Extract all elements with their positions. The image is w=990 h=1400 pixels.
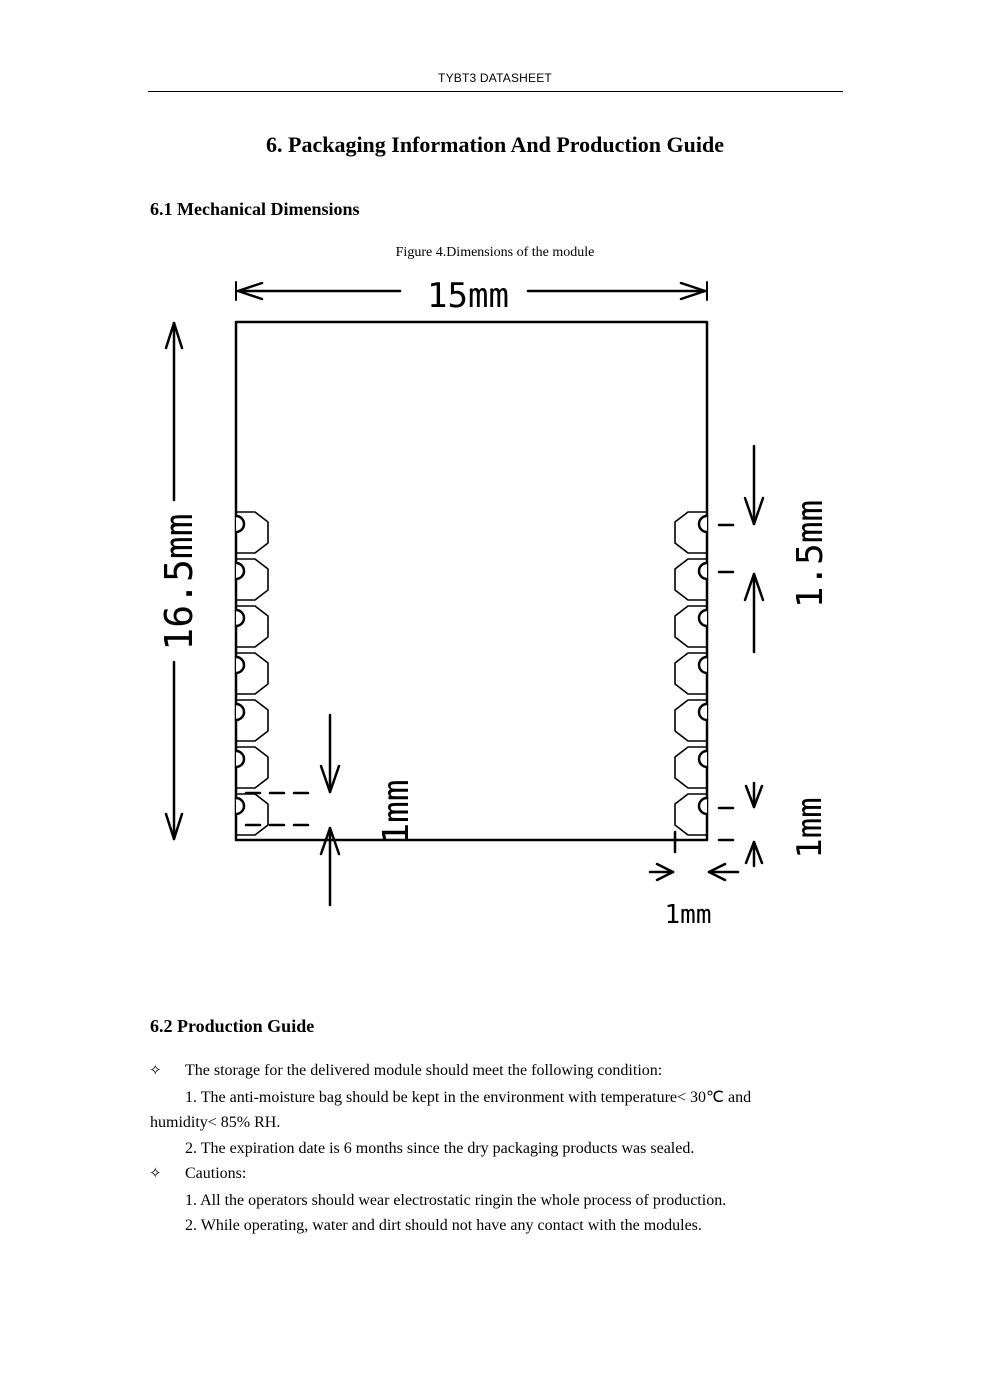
chapter-title: 6. Packaging Information And Production … bbox=[266, 132, 724, 157]
left-pads bbox=[235, 511, 269, 836]
figure-caption: Figure 4.Dimensions of the module bbox=[395, 245, 595, 260]
storage-item-2: 2. The expiration date is 6 months since… bbox=[185, 1140, 695, 1157]
page-header: TYBT3 DATASHEET bbox=[438, 71, 552, 85]
height-label: 16.5mm bbox=[157, 513, 201, 650]
storage-item-1-cont: humidity< 85% RH. bbox=[150, 1114, 281, 1131]
storage-item-1: 1. The anti-moisture bag should be kept … bbox=[185, 1089, 752, 1106]
module-outline bbox=[234, 320, 709, 842]
diamond-bullet-icon: ✧ bbox=[149, 1166, 162, 1182]
diamond-bullet-icon: ✧ bbox=[149, 1063, 162, 1079]
cautions-intro: Cautions: bbox=[185, 1165, 247, 1182]
caution-item-1: 1. All the operators should wear electro… bbox=[185, 1192, 727, 1209]
right-pads bbox=[674, 511, 708, 836]
header-rule bbox=[148, 91, 843, 92]
pin-pitch-label: 1.5mm bbox=[790, 500, 831, 608]
module-dimension-drawing: 15mm 16.5mm 1mm 1.5mm 1mm 1mm bbox=[157, 276, 831, 930]
section-title-production: 6.2 Production Guide bbox=[150, 1016, 315, 1036]
side-offset-label: 1mm bbox=[665, 900, 712, 930]
storage-intro: The storage for the delivered module sho… bbox=[185, 1062, 663, 1079]
section-title-mechanical: 6.1 Mechanical Dimensions bbox=[150, 199, 360, 219]
bottom-offset-right-label: 1mm bbox=[790, 797, 830, 858]
width-label: 15mm bbox=[427, 276, 509, 316]
caution-item-2: 2. While operating, water and dirt shoul… bbox=[185, 1217, 702, 1234]
bottom-offset-left-label: 1mm bbox=[376, 779, 417, 844]
